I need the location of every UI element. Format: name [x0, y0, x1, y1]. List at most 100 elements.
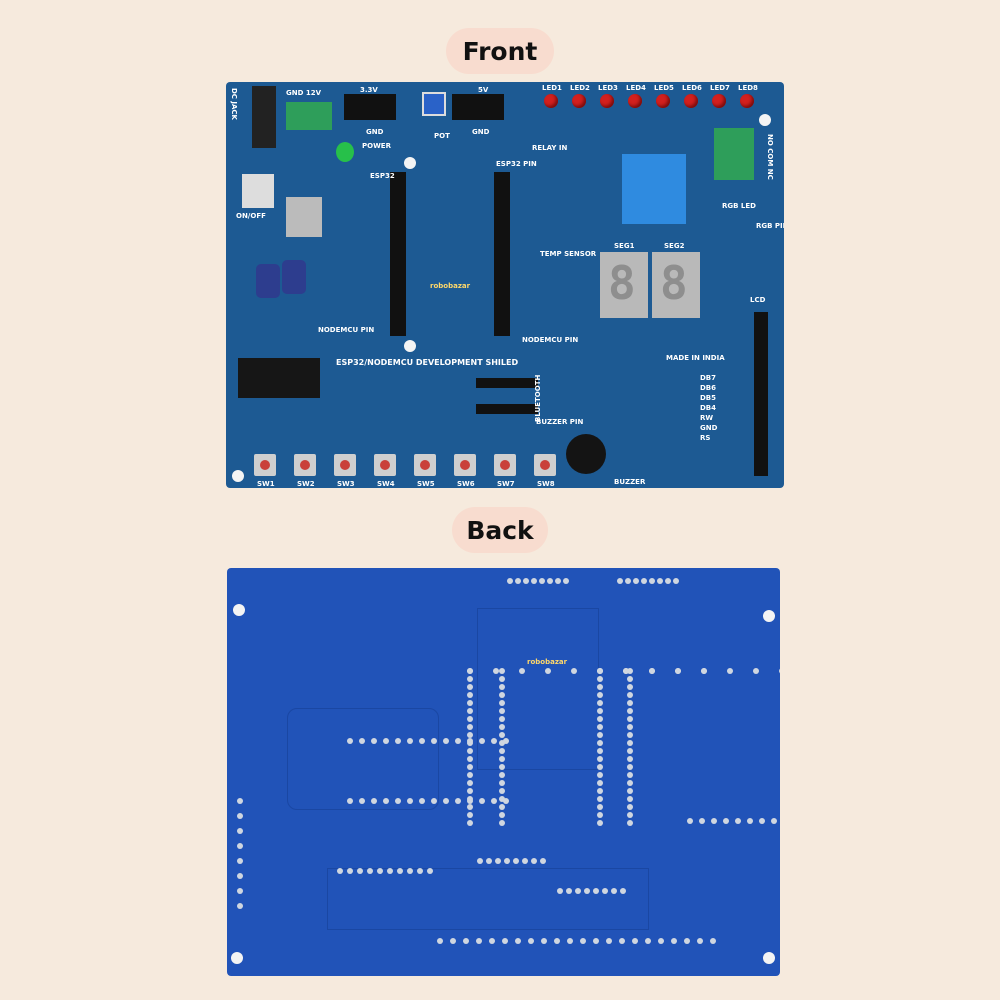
solder-pad	[407, 738, 413, 744]
made-in-india: MADE IN INDIA	[666, 354, 725, 362]
solder-pad	[627, 676, 633, 682]
push-button	[414, 454, 436, 476]
solder-pad	[627, 796, 633, 802]
solder-pad	[710, 938, 716, 944]
solder-pad	[627, 708, 633, 714]
led-label: LED2	[570, 84, 590, 92]
push-button	[294, 454, 316, 476]
solder-pad	[515, 578, 521, 584]
solder-pad	[627, 732, 633, 738]
solder-pad	[499, 764, 505, 770]
red-led	[544, 94, 558, 108]
solder-pad	[566, 888, 572, 894]
switch-label: SW7	[497, 480, 515, 488]
solder-pad	[431, 798, 437, 804]
pot-label: POT	[434, 132, 450, 140]
gnd-label: GND	[366, 128, 384, 136]
solder-pad	[597, 748, 603, 754]
lcd-label: LCD	[750, 296, 766, 304]
solder-pad	[627, 820, 633, 826]
red-led	[656, 94, 670, 108]
red-led	[572, 94, 586, 108]
solder-pad	[443, 798, 449, 804]
v5-label: 5V	[478, 86, 489, 94]
solder-pad	[606, 938, 612, 944]
solder-pad	[237, 828, 243, 834]
solder-pad	[493, 668, 499, 674]
solder-pad	[347, 738, 353, 744]
solder-pad	[627, 812, 633, 818]
solder-pad	[455, 738, 461, 744]
solder-pad	[554, 938, 560, 944]
solder-pad	[649, 668, 655, 674]
solder-pad	[545, 668, 551, 674]
solder-pad	[489, 938, 495, 944]
solder-pad	[597, 788, 603, 794]
solder-pad	[467, 692, 473, 698]
solder-pad	[467, 812, 473, 818]
solder-pad	[502, 938, 508, 944]
solder-pad	[593, 888, 599, 894]
solder-pad	[467, 780, 473, 786]
solder-pad	[455, 798, 461, 804]
solder-pad	[499, 684, 505, 690]
solder-pad	[503, 798, 509, 804]
solder-pad	[237, 843, 243, 849]
solder-pad	[467, 676, 473, 682]
solder-pad	[499, 708, 505, 714]
on-off-label: ON/OFF	[236, 212, 266, 220]
solder-pad	[237, 888, 243, 894]
solder-pad	[627, 684, 633, 690]
solder-pad	[479, 738, 485, 744]
solder-pad	[491, 738, 497, 744]
buzzer-pin-label: BUZZER PIN	[536, 418, 584, 426]
solder-pad	[531, 578, 537, 584]
solder-pad	[627, 804, 633, 810]
solder-pad	[597, 756, 603, 762]
dc-jack	[252, 86, 276, 148]
solder-pad	[723, 818, 729, 824]
solder-pad	[649, 578, 655, 584]
solder-pad	[711, 818, 717, 824]
solder-pad	[627, 716, 633, 722]
power-label: POWER	[362, 142, 391, 150]
solder-pad	[467, 804, 473, 810]
solder-pad	[467, 708, 473, 714]
solder-pad	[597, 716, 603, 722]
solder-pad	[467, 716, 473, 722]
led-label: LED5	[654, 84, 674, 92]
solder-pad	[237, 903, 243, 909]
solder-pad	[407, 868, 413, 874]
solder-pad	[383, 798, 389, 804]
red-led	[712, 94, 726, 108]
push-button	[494, 454, 516, 476]
solder-pad	[513, 858, 519, 864]
switch-label: SW6	[457, 480, 475, 488]
solder-pad	[771, 818, 777, 824]
solder-pad	[397, 868, 403, 874]
solder-pad	[499, 748, 505, 754]
solder-pad	[499, 796, 505, 802]
red-led	[740, 94, 754, 108]
gnd-label-2: GND	[472, 128, 490, 136]
solder-pad	[625, 578, 631, 584]
solder-pad	[499, 812, 505, 818]
solder-pad	[531, 858, 537, 864]
solder-pad	[597, 772, 603, 778]
switch-label: SW2	[297, 480, 315, 488]
solder-pad	[671, 938, 677, 944]
nodemcu-pin-label-right: NODEMCU PIN	[522, 336, 579, 344]
solder-pad	[597, 668, 603, 674]
solder-pad	[593, 938, 599, 944]
solder-pad	[437, 938, 443, 944]
solder-pad	[627, 700, 633, 706]
solder-pad	[627, 788, 633, 794]
solder-pad	[632, 938, 638, 944]
esp32-label: ESP32	[370, 172, 395, 180]
solder-pad	[627, 740, 633, 746]
solder-pad	[419, 738, 425, 744]
solder-pad	[443, 738, 449, 744]
solder-pad	[467, 764, 473, 770]
push-button	[254, 454, 276, 476]
push-button	[454, 454, 476, 476]
